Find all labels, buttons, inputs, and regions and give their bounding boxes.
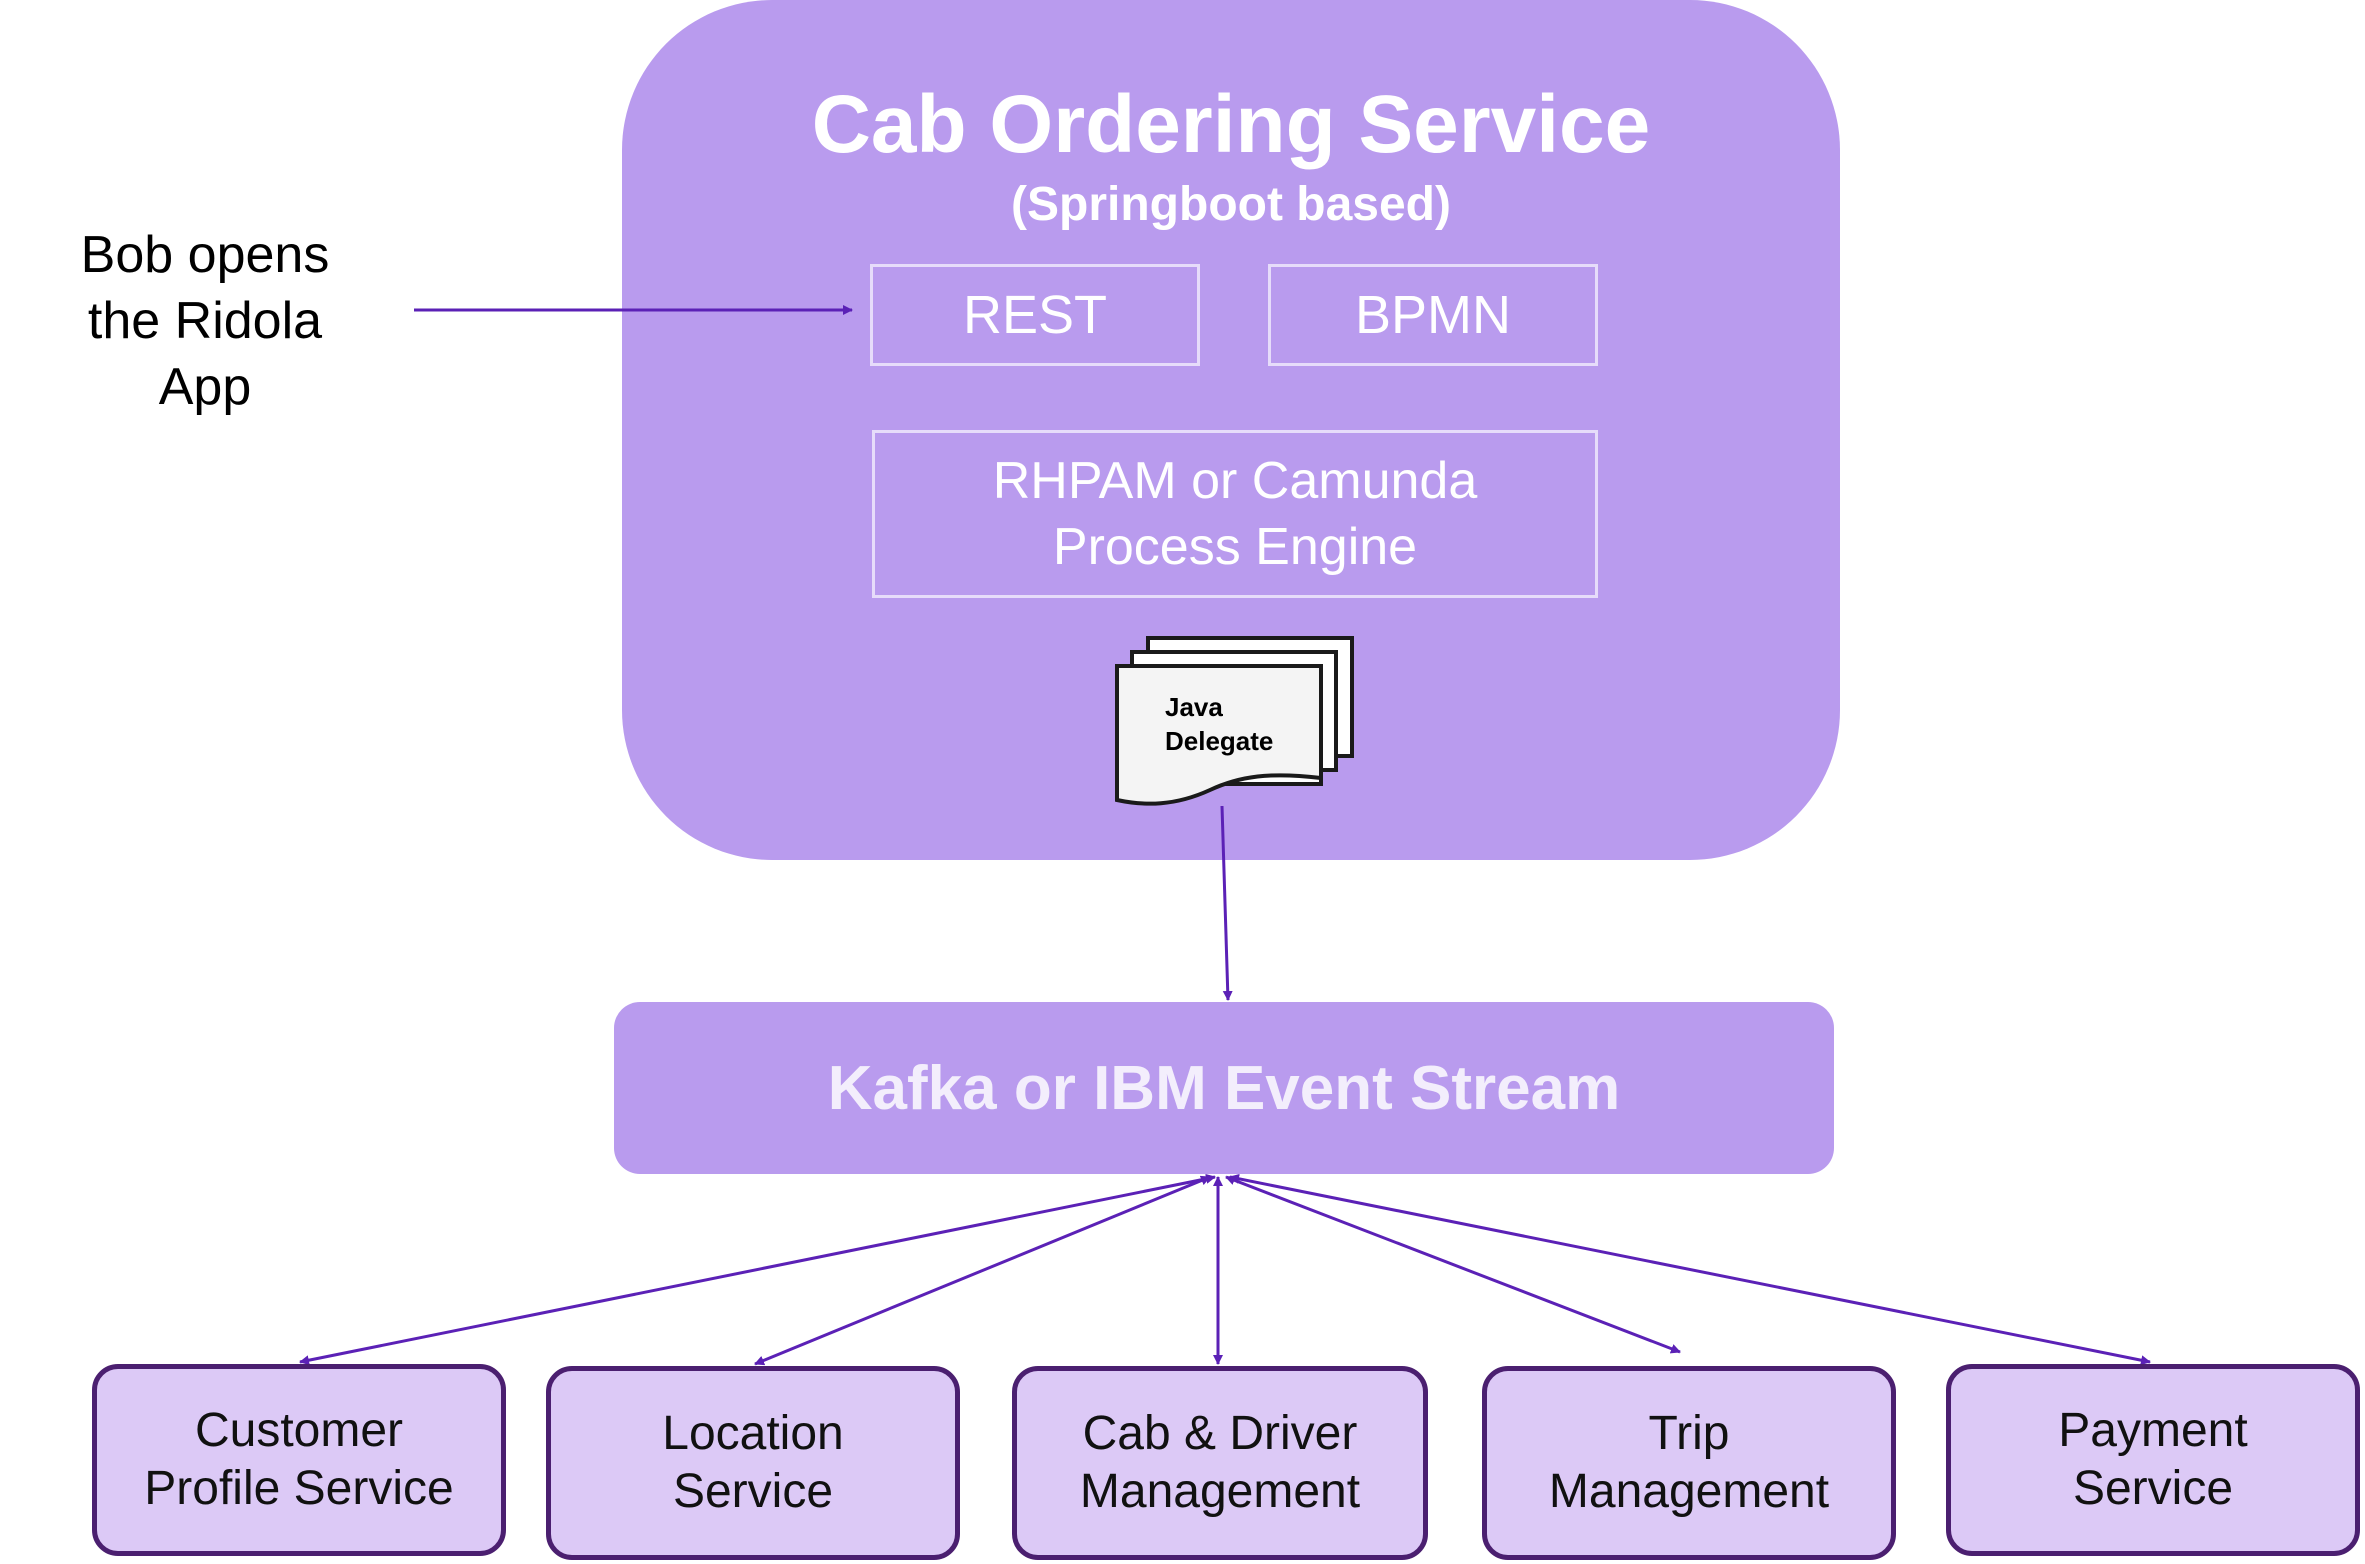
actor-line-3: App [158, 358, 252, 416]
service-cab-driver-management: Cab & Driver Management [1012, 1366, 1428, 1560]
actor-line-1: Bob opens [80, 226, 330, 284]
cab-service-subtitle: (Springboot based) [1011, 178, 1451, 231]
arrow-kafka-location [754, 1175, 1211, 1366]
service-line: Management [1079, 1465, 1361, 1518]
service-line: Trip [1648, 1407, 1730, 1460]
arrow-delegate-to-kafka [1220, 805, 1233, 1001]
bpmn-label: BPMN [1354, 285, 1511, 345]
service-line: Profile Service [144, 1462, 454, 1515]
arrow-kafka-payment [1229, 1173, 2151, 1366]
service-payment: Payment Service [1946, 1364, 2360, 1556]
delegate-line-2: Delegate [1165, 726, 1274, 756]
bpmn-box: BPMN [1268, 264, 1598, 366]
service-line: Customer [194, 1404, 404, 1457]
delegate-line-1: Java [1165, 692, 1223, 722]
engine-line-1: RHPAM or Camunda [992, 452, 1478, 510]
actor-line-2: the Ridola [87, 292, 323, 350]
process-engine-box: RHPAM or Camunda Process Engine [872, 430, 1598, 598]
service-line: Location [662, 1407, 844, 1460]
java-delegate-label: Java Delegate [1165, 690, 1273, 758]
service-line: Management [1548, 1465, 1830, 1518]
cab-service-title: Cab Ordering Service [811, 79, 1651, 170]
event-stream-label: Kafka or IBM Event Stream [827, 1053, 1621, 1123]
service-line: Service [2072, 1462, 2234, 1515]
rest-box: REST [870, 264, 1200, 366]
service-customer-profile: Customer Profile Service [92, 1364, 506, 1556]
event-stream-bar: Kafka or IBM Event Stream [614, 1002, 1834, 1174]
service-line: Cab & Driver [1082, 1407, 1358, 1460]
actor-label: Bob opens the Ridola App [40, 222, 370, 420]
arrow-kafka-customer-profile [299, 1173, 1216, 1366]
service-line: Service [672, 1465, 834, 1518]
service-trip-management: Trip Management [1482, 1366, 1896, 1560]
service-location: Location Service [546, 1366, 960, 1560]
service-line: Payment [2058, 1404, 2248, 1457]
engine-line-2: Process Engine [1052, 518, 1418, 576]
rest-label: REST [962, 285, 1108, 345]
java-delegate-document-icon [1115, 636, 1354, 806]
arrow-kafka-trip [1225, 1175, 1681, 1354]
